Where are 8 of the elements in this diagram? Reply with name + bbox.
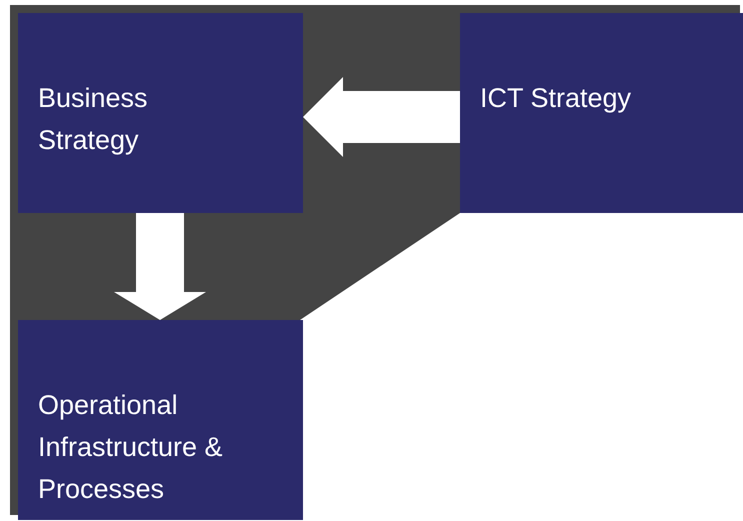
- box-label: Business Strategy: [38, 82, 149, 157]
- strategy-box: [18, 320, 303, 520]
- strategy-box: [18, 13, 303, 213]
- box-label: Operational Infrastructure & Processes: [38, 389, 224, 506]
- box-label: ICT Strategy: [480, 82, 632, 115]
- block-arrow: [114, 213, 206, 320]
- strategy-box: [460, 13, 743, 213]
- block-arrow: [303, 77, 460, 157]
